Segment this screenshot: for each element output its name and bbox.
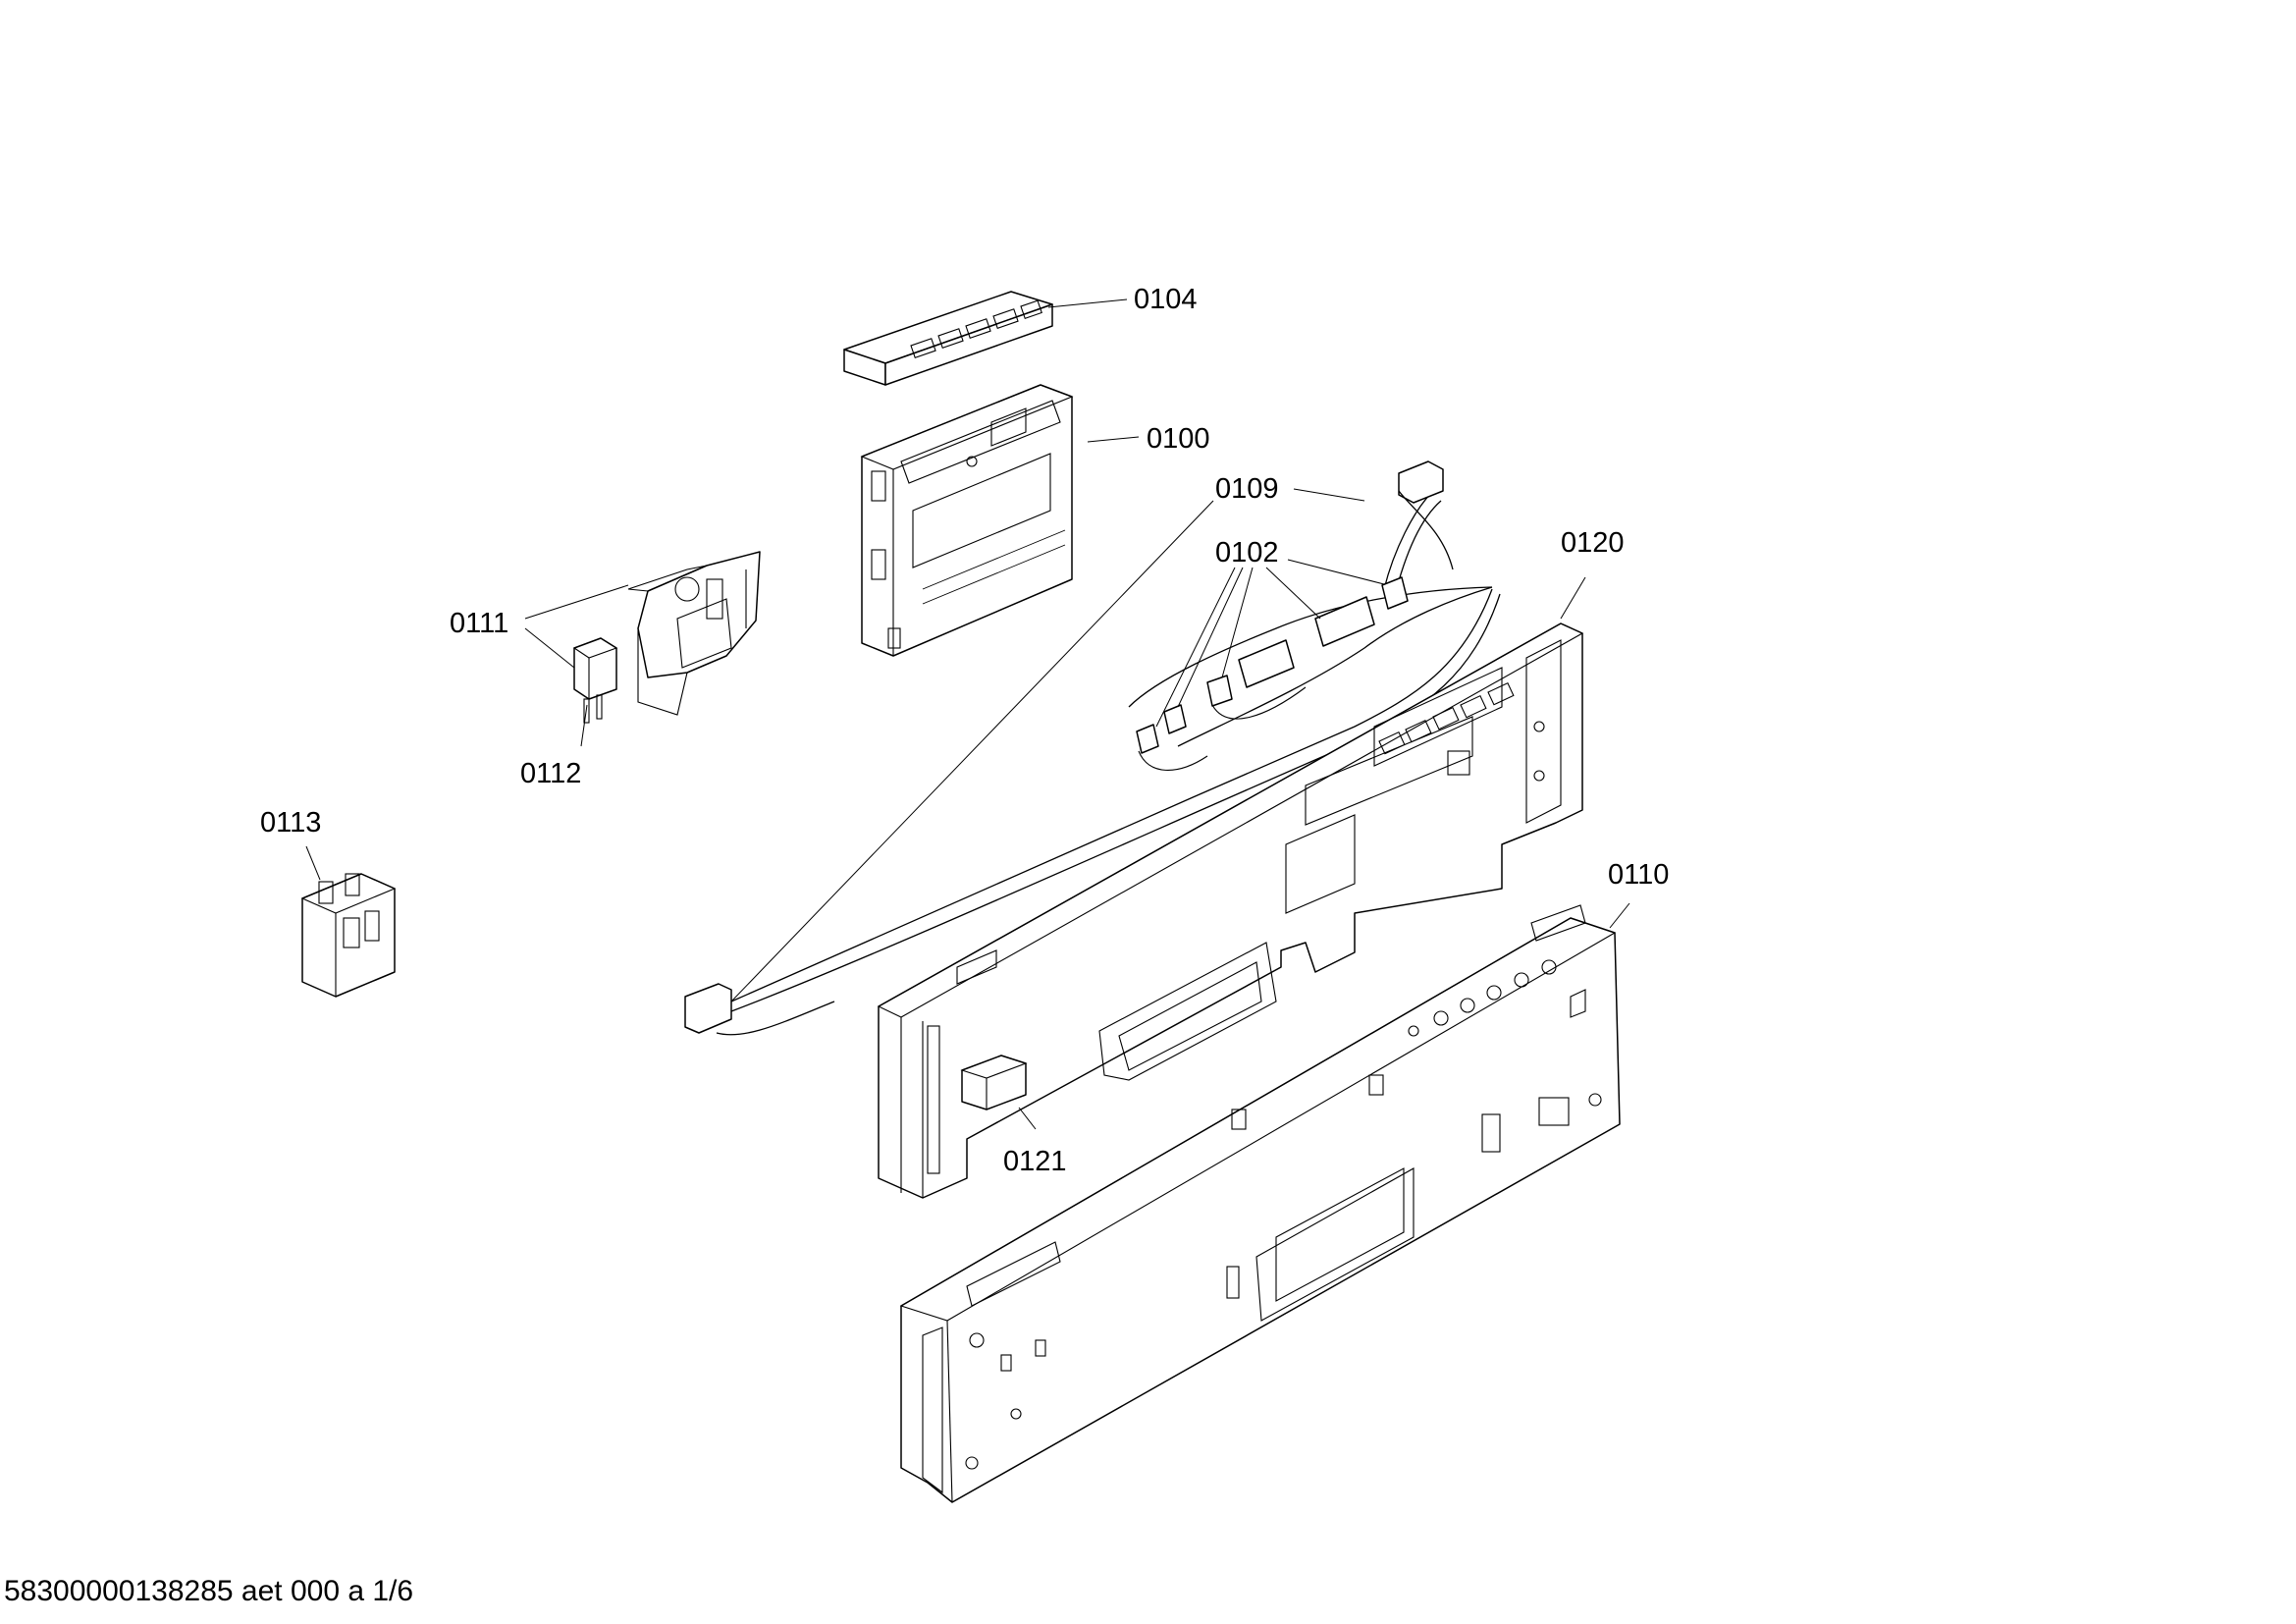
leader-0109-b (730, 500, 1214, 1002)
part-0110-control-housing (899, 904, 1621, 1503)
leader-0102-a (1155, 567, 1236, 728)
leader-0104 (1047, 298, 1128, 308)
footer-reference: 58300000138285 aet 000 a 1/6 (4, 1575, 413, 1607)
part-0112-relay (572, 637, 618, 724)
leader-0102-c (1221, 567, 1254, 678)
part-0104-keypad (843, 291, 1053, 386)
label-0110: 0110 (1608, 859, 1669, 891)
leader-lines (305, 298, 1630, 1130)
part-0102-connectors (1136, 576, 1409, 771)
leader-0112 (580, 704, 588, 747)
leader-0110 (1609, 902, 1630, 929)
label-0113: 0113 (260, 807, 321, 839)
label-0120: 0120 (1561, 527, 1625, 559)
leader-0100 (1087, 436, 1140, 443)
part-0113-terminal-block (300, 873, 397, 998)
label-0112: 0112 (520, 758, 581, 789)
label-0102: 0102 (1215, 537, 1279, 568)
leader-0120 (1560, 576, 1586, 620)
label-0121: 0121 (1003, 1146, 1067, 1177)
leader-0109-a (1293, 488, 1365, 502)
part-0100-electronic-module (860, 384, 1074, 657)
part-0109-wiring-harness (684, 460, 1501, 1036)
part-0111-switch (627, 551, 761, 716)
label-0104: 0104 (1134, 284, 1198, 315)
leader-0102-e (1287, 559, 1385, 585)
leader-0111-a (524, 584, 629, 620)
leader-0113 (305, 845, 321, 881)
leader-0102-b (1177, 567, 1244, 708)
label-0111: 0111 (450, 608, 508, 639)
leader-0121 (1018, 1107, 1037, 1130)
label-0109: 0109 (1215, 473, 1279, 505)
label-0100: 0100 (1147, 423, 1210, 455)
leader-0111-b (524, 627, 575, 669)
part-0121-block (960, 1055, 1028, 1110)
leader-0102-d (1265, 567, 1321, 620)
part-0120-panel-frame (877, 623, 1584, 1199)
